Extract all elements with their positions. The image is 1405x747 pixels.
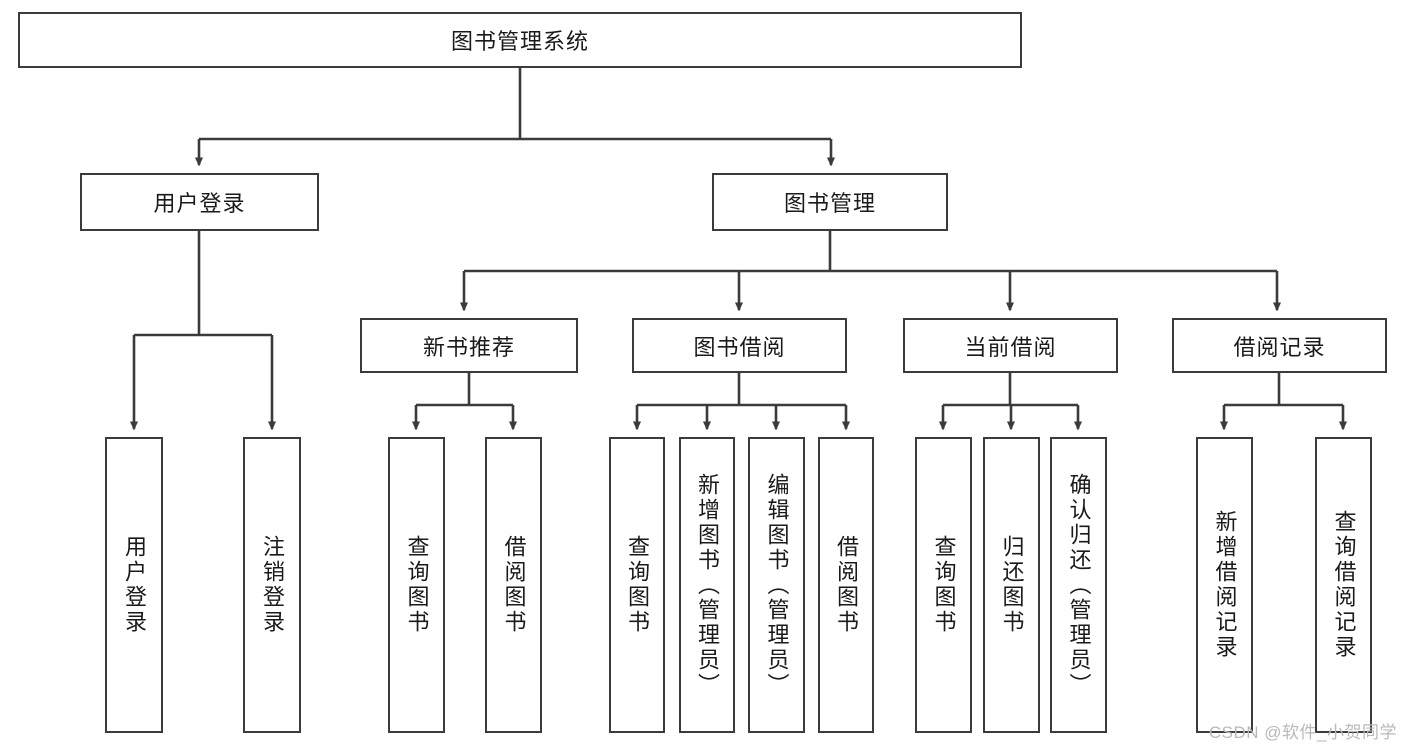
leaf-confirm-return-admin[interactable]: 确认归还（管理员） [1050, 437, 1107, 733]
leaf-borrow-book[interactable]: 借阅图书 [818, 437, 874, 733]
leaf-label: 查询图书 [404, 535, 430, 635]
leaf-label: 新增借阅记录 [1212, 510, 1238, 660]
leaf-label: 新增图书（管理员） [695, 472, 720, 698]
leaf-query-book-current[interactable]: 查询图书 [915, 437, 972, 733]
node-borrow-record[interactable]: 借阅记录 [1172, 318, 1387, 373]
node-label: 新书推荐 [422, 334, 515, 360]
leaf-add-borrow-record[interactable]: 新增借阅记录 [1196, 437, 1253, 733]
node-root-label: 图书管理系统 [450, 29, 589, 54]
watermark: CSDN @软件_小贺同学 [1208, 723, 1397, 742]
leaf-label: 借阅图书 [501, 535, 527, 635]
leaf-user-login[interactable]: 用户登录 [105, 437, 163, 733]
node-label: 当前借阅 [964, 334, 1057, 360]
node-new-book-recommend[interactable]: 新书推荐 [360, 318, 578, 373]
node-book-management[interactable]: 图书管理 [712, 173, 948, 231]
node-book-borrow[interactable]: 图书借阅 [632, 318, 847, 373]
leaf-add-book-admin[interactable]: 新增图书（管理员） [679, 437, 735, 733]
leaf-query-book-rec[interactable]: 查询图书 [388, 437, 445, 733]
leaf-borrow-book-rec[interactable]: 借阅图书 [485, 437, 542, 733]
leaf-return-book[interactable]: 归还图书 [983, 437, 1040, 733]
node-label: 用户登录 [153, 191, 246, 216]
leaf-label: 用户登录 [122, 535, 147, 635]
leaf-label: 确认归还（管理员） [1066, 472, 1092, 698]
node-label: 借阅记录 [1233, 334, 1326, 360]
node-user-login[interactable]: 用户登录 [80, 173, 319, 231]
leaf-label: 查询借阅记录 [1331, 510, 1357, 660]
leaf-label: 查询图书 [625, 535, 650, 635]
node-label: 图书借阅 [693, 334, 786, 360]
leaf-label: 查询图书 [931, 535, 957, 635]
leaf-label: 编辑图书（管理员） [764, 472, 790, 698]
leaf-edit-book-admin[interactable]: 编辑图书（管理员） [748, 437, 805, 733]
node-current-borrow[interactable]: 当前借阅 [903, 318, 1118, 373]
leaf-query-borrow-record[interactable]: 查询借阅记录 [1315, 437, 1372, 733]
leaf-label: 注销登录 [260, 535, 285, 635]
leaf-label: 归还图书 [999, 535, 1025, 635]
leaf-logout[interactable]: 注销登录 [243, 437, 301, 733]
leaf-query-book-borrow[interactable]: 查询图书 [609, 437, 665, 733]
node-label: 图书管理 [783, 191, 876, 216]
node-root[interactable]: 图书管理系统 [18, 12, 1022, 68]
leaf-label: 借阅图书 [834, 535, 859, 635]
